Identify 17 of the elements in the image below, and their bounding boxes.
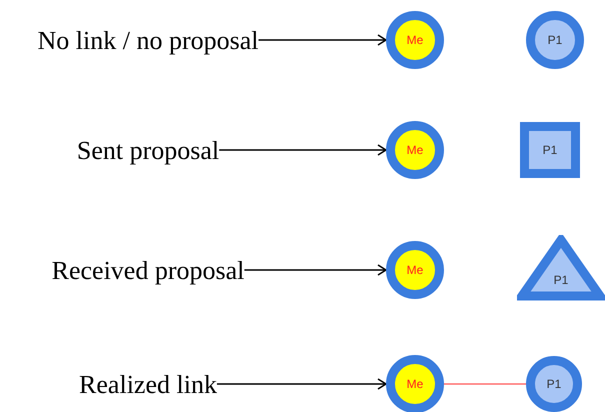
row-caption: Sent proposal — [76, 134, 220, 166]
node-label: P1 — [548, 32, 562, 49]
arrow — [244, 264, 387, 276]
arrow — [216, 378, 387, 390]
node-label: P1 — [542, 142, 558, 159]
row-caption: No link / no proposal — [38, 24, 258, 56]
node-label: Me — [406, 32, 424, 49]
node-label: P1 — [554, 272, 568, 289]
arrow — [258, 34, 387, 46]
node-label: Me — [406, 376, 424, 393]
arrow — [219, 144, 387, 156]
node-label: P1 — [546, 376, 562, 393]
node-label: Me — [406, 142, 424, 159]
row-caption: Received proposal — [52, 254, 244, 286]
row-caption: Realized link — [79, 368, 217, 400]
node-label: Me — [406, 262, 424, 279]
peer-square — [520, 122, 580, 178]
